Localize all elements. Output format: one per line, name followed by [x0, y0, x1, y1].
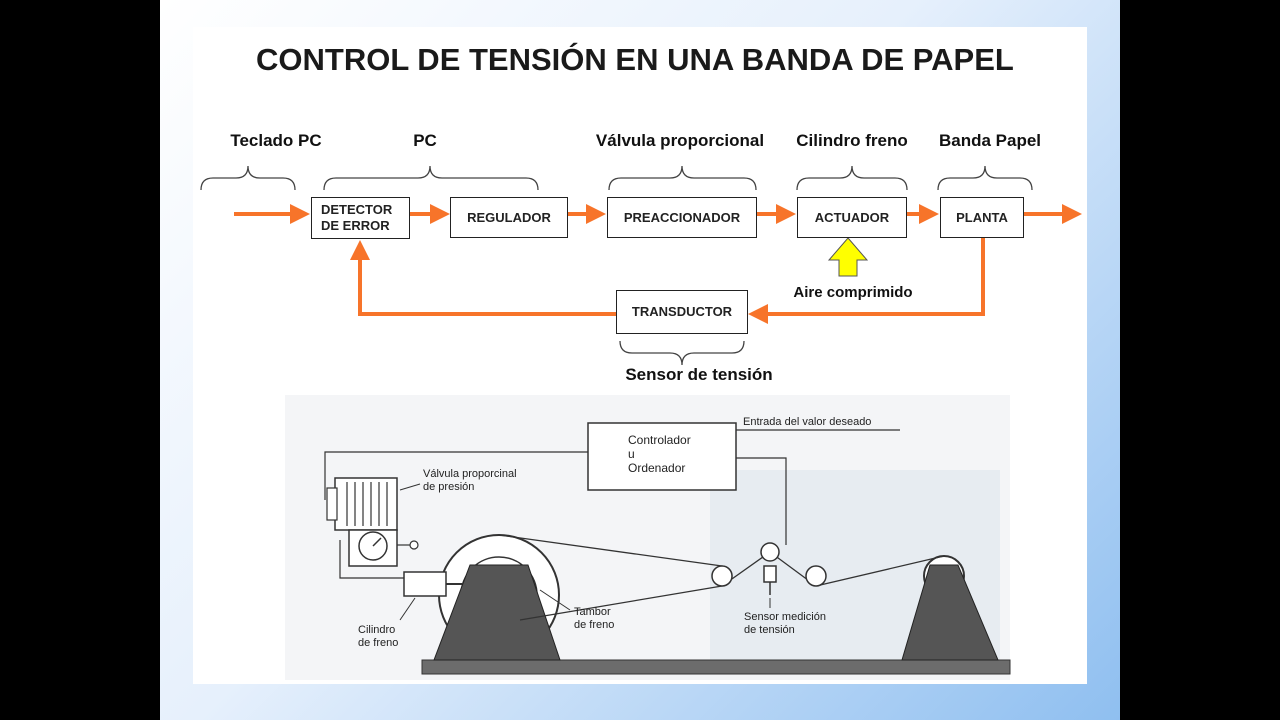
left-stand [433, 564, 561, 661]
brake-cylinder [403, 571, 447, 597]
label-sensor-medicion: Sensor medición de tensión [744, 611, 826, 636]
signal-arrows [234, 204, 1082, 324]
proportional-valve [334, 477, 398, 531]
tension-sensor [763, 565, 777, 583]
label-tambor-freno: Tambor de freno [574, 606, 615, 631]
page-title: CONTROL DE TENSIÓN EN UNA BANDA DE PAPEL [256, 42, 1014, 77]
label-controlador: Controlador u Ordenador [628, 433, 691, 475]
label-pc: PC [413, 131, 437, 150]
label-valvula-proporcional: Válvula proporcional [595, 131, 765, 150]
block-detector-error: DETECTOR DE ERROR [311, 197, 410, 239]
block-preaccionador: PREACCIONADOR [607, 197, 757, 238]
label-cilindro-freno-machine: Cilindro de freno [358, 624, 399, 649]
block-planta: PLANTA [940, 197, 1024, 238]
compressed-air-arrow [827, 237, 869, 277]
label-banda-papel: Banda Papel [938, 131, 1042, 150]
label-sensor-tension: Sensor de tensión [625, 365, 773, 384]
label-entrada-valor: Entrada del valor deseado [743, 416, 872, 428]
base-plate [421, 659, 1011, 675]
label-aire-comprimido: Aire comprimido [793, 284, 913, 301]
label-teclado-pc: Teclado PC [230, 131, 322, 150]
guide-roller-right [805, 565, 827, 587]
label-valvula-presion: Válvula proporcinal de presión [423, 468, 517, 493]
controller-box [587, 422, 737, 491]
right-stand [901, 564, 999, 661]
sensor-roller [760, 542, 780, 562]
brace-group [200, 165, 1033, 366]
block-regulador: REGULADOR [450, 197, 568, 238]
block-transductor: TRANSDUCTOR [616, 290, 748, 334]
guide-roller-left [711, 565, 733, 587]
label-cilindro-freno: Cilindro freno [796, 131, 908, 150]
block-actuador: ACTUADOR [797, 197, 907, 238]
leader-lines [399, 483, 771, 621]
